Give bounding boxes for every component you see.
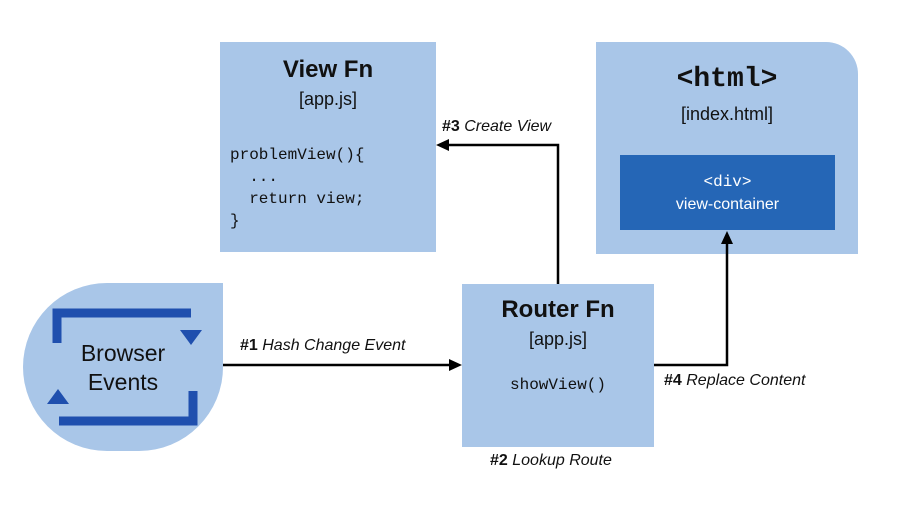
label-lookup-route: #2 Lookup Route [490, 452, 612, 470]
browser-events-line2: Events [87, 369, 159, 395]
html-doc-title: <html> [676, 64, 778, 95]
router-fn-box: Router Fn [app.js] showView() [462, 284, 654, 447]
view-container-name: view-container [675, 196, 780, 213]
view-fn-file: [app.js] [298, 89, 358, 109]
arrow-hash-change [223, 359, 462, 371]
label-number: #2 [490, 452, 508, 469]
label-hash-change: #1 Hash Change Event [240, 337, 405, 355]
arrow-create-view [436, 139, 560, 284]
view-fn-box: View Fn [app.js] problemView(){ ... retu… [220, 42, 436, 252]
browser-events-line1: Browser [80, 340, 166, 366]
label-text: Create View [464, 118, 552, 135]
label-number: #4 [664, 372, 682, 389]
label-text: Replace Content [686, 372, 806, 389]
view-fn-title: View Fn [282, 56, 374, 83]
label-number: #1 [240, 337, 258, 354]
label-text: Hash Change Event [262, 337, 406, 354]
code-line: return view; [230, 190, 365, 208]
label-text: Lookup Route [512, 452, 612, 469]
code-line: ... [230, 168, 279, 186]
code-line: problemView(){ [230, 146, 365, 164]
router-fn-code: showView() [509, 376, 606, 394]
html-doc-file: [index.html] [680, 104, 774, 124]
label-replace-content: #4 Replace Content [664, 372, 805, 390]
arrow-replace-content [654, 231, 733, 367]
view-container-box: <div> view-container [620, 155, 835, 230]
router-fn-file: [app.js] [528, 329, 588, 349]
browser-events-label: Browser Events [23, 339, 223, 397]
view-container-tag: <div> [703, 173, 752, 191]
refresh-cycle-icon [47, 308, 202, 426]
router-fn-title: Router Fn [501, 296, 615, 323]
label-create-view: #3 Create View [442, 118, 551, 136]
code-line: } [230, 212, 240, 230]
label-number: #3 [442, 118, 460, 135]
view-fn-code: problemView(){ ... return view;} [230, 144, 364, 232]
browser-events-box: Browser Events [23, 283, 223, 451]
